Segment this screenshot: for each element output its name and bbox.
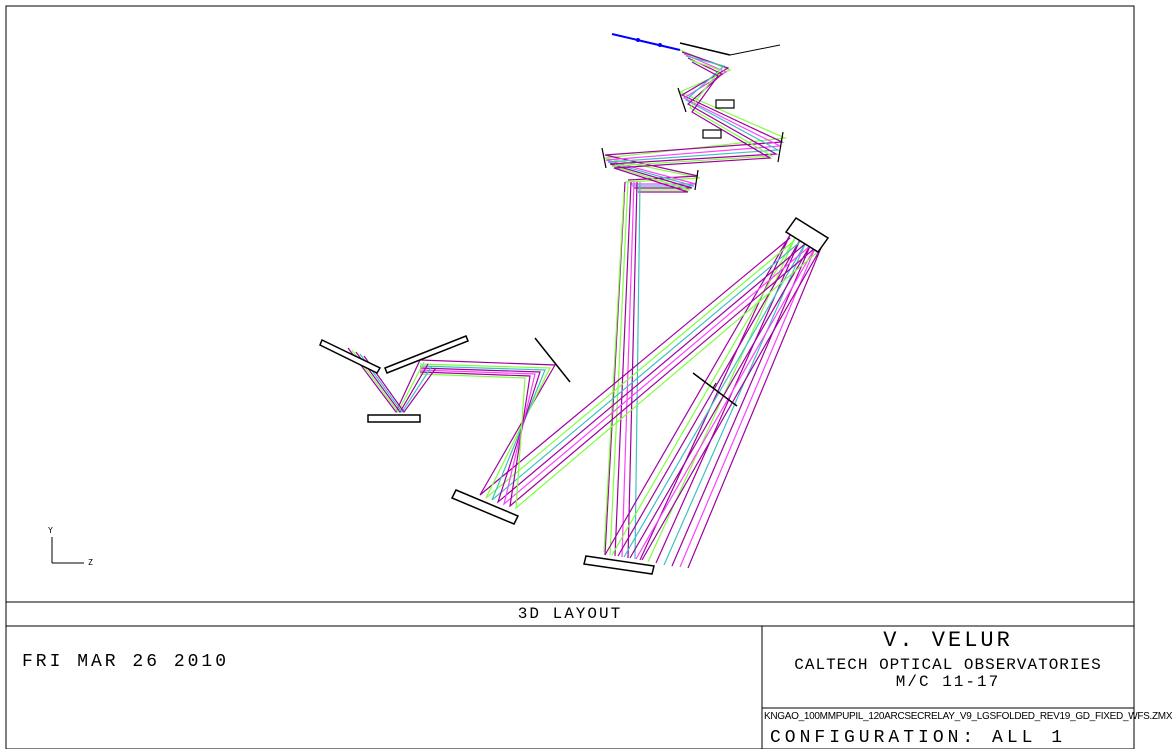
mail-code: M/C 11-17	[895, 673, 1001, 691]
upper-mirrors	[601, 87, 784, 191]
date-label: FRI MAR 26 2010	[22, 652, 230, 672]
fold-mirror-top	[679, 42, 781, 56]
optical-layout-diagram	[319, 33, 830, 575]
outer-border	[5, 5, 1135, 749]
axis-indicator	[51, 537, 84, 564]
file-name: KNGAO_100MMPUPIL_120ARCSECRELAY_V9_LGSFO…	[764, 711, 1172, 722]
author-name: V. VELUR	[883, 628, 1013, 653]
left-diagonal-rays	[419, 237, 821, 510]
configuration-label: CONFIGURATION: ALL 1	[770, 728, 1067, 748]
vertical-descent-rays	[603, 181, 641, 560]
organization-name: CALTECH OPTICAL OBSERVATORIES	[794, 656, 1102, 674]
input-beam	[611, 33, 681, 51]
upper-zigzag-rays	[604, 49, 788, 193]
layout-frame	[5, 5, 1135, 749]
axis-z-label: Z	[88, 558, 93, 567]
layout-title: 3D LAYOUT	[517, 605, 623, 623]
optical-elements	[319, 216, 830, 575]
axis-y-label: Y	[48, 526, 53, 535]
left-v-rays	[347, 347, 437, 414]
